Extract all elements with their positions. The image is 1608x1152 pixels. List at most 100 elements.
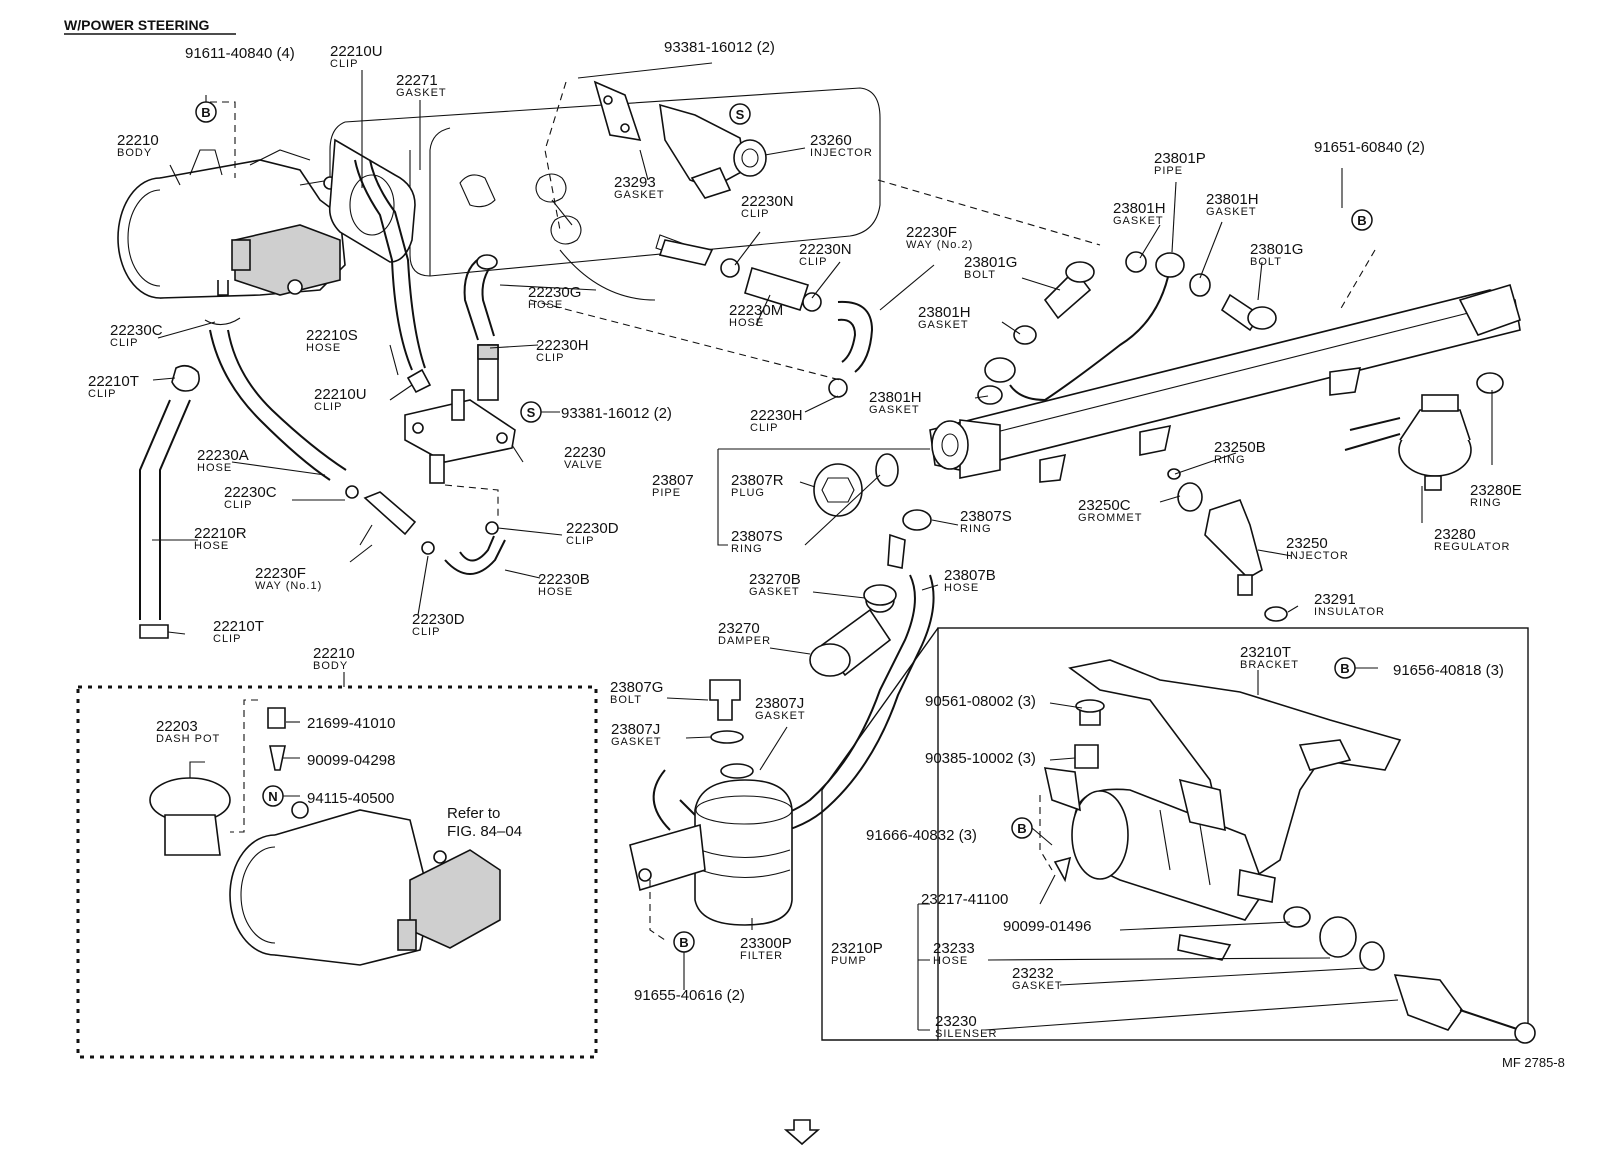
callout-n1: N [262,785,284,807]
part-number: 91656-40818 (3) [1393,662,1504,679]
hose-22210s-drawing [354,159,413,371]
part-number: 23291 [1314,591,1356,608]
silencer-23230-drawing [1393,974,1463,1031]
part-number: 22230C [110,322,163,339]
hose-dashed-guide [529,299,841,381]
part-label: 94115-40500 [307,790,394,807]
part-number: 23807R [731,472,784,489]
part-name: CLIP [750,422,778,434]
injector-23250-drawing [1167,468,1288,622]
part-name: GASKET [1206,206,1257,218]
part-label: 91611-40840 (4) [185,45,295,62]
fuel-pump-drawing [1071,778,1276,961]
part-name: CLIP [110,337,138,349]
part-label: 90561-08002 (3) [925,693,1036,710]
part-number: 22210U [314,386,367,403]
nipple-drawing [217,280,229,296]
part-number: 23270 [718,620,760,637]
filter-dashed-guide [649,880,666,941]
part-number: 23293 [614,174,656,191]
part-label: 93381-16012 (2) [664,39,775,56]
part-number: 23300P [740,935,792,952]
part-label: 91655-40616 (2) [634,987,745,1004]
part-number: 22230F [906,224,957,241]
outline-down-arrow-icon[interactable] [783,1119,821,1146]
pipe-23801p-drawing [1009,267,1171,402]
part-number: 22230H [536,337,589,354]
leader [577,62,713,79]
part-name: WAY (No.2) [906,239,973,251]
hose-22230a-drawing [209,329,331,481]
cold-start-injector-drawing [593,80,767,199]
part-number: 23807J [755,695,804,712]
part-name: REGULATOR [1434,541,1510,553]
callout-b3: B [1334,657,1356,679]
part-name: PUMP [831,955,867,967]
part-name: CLIP [741,208,769,220]
part-name: GASKET [396,87,447,99]
part-name: INJECTOR [1286,550,1349,562]
pressure-regulator-drawing [1344,394,1472,491]
throttle-body-drawing [117,149,346,299]
svg-text:B: B [1340,661,1349,676]
callout-s2: S [520,401,542,423]
part-name: HOSE [197,462,232,474]
part-number: 22230F [255,565,306,582]
diagram-title: W/POWER STEERING [64,17,210,33]
collar-drawing [1043,767,1081,812]
part-name: GASKET [749,586,800,598]
part-number: 22230N [799,241,852,258]
part-name: GASKET [755,710,806,722]
part-name: DASH POT [156,733,220,745]
part-name: CLIP [330,58,358,70]
part-name: BOLT [964,269,996,281]
part-name: BRACKET [1240,659,1299,671]
part-name: RING [1214,454,1246,466]
part-number: 22230 [564,444,606,461]
part-number: 23801H [918,304,971,321]
part-number: 22230C [224,484,277,501]
fuel-rail-drawing [929,284,1521,483]
figure-reference: MF 2785-8 [1502,1055,1565,1070]
callout-leader [210,101,236,178]
part-name: PLUG [731,487,765,499]
dash-pot-drawing [149,761,231,856]
part-number: 91666-40832 (3) [866,827,977,844]
part-number: 22203 [156,718,198,735]
part-name: CLIP [314,401,342,413]
part-name: VALVE [564,459,603,471]
part-number: 22210T [88,373,139,390]
bolt-23807g-drawing [709,679,741,721]
part-name: CLIP [536,352,564,364]
part-name: SILENSER [935,1028,997,1040]
part-name: HOSE [538,586,573,598]
